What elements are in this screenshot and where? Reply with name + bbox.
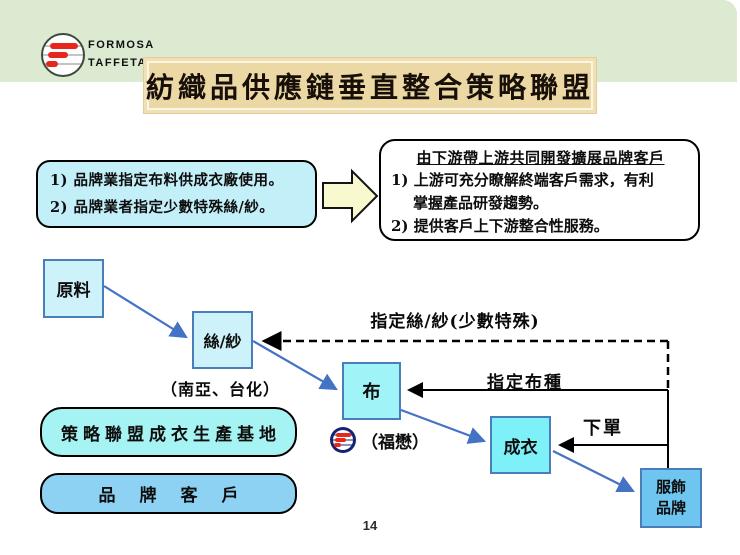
node-garment-label: 成衣 bbox=[503, 437, 538, 458]
brand-customer-label: 品牌客戶 bbox=[98, 486, 263, 506]
page-number: 14 bbox=[362, 518, 378, 533]
node-raw-material: 原料 bbox=[43, 259, 104, 318]
fumao-logo-icon bbox=[330, 427, 356, 453]
node-garment: 成衣 bbox=[490, 416, 551, 474]
right-callout-item2: 2) 提供客戶上下游整合性服務。 bbox=[391, 217, 609, 235]
logo-line2: TAFFETA bbox=[88, 57, 147, 69]
brand-customer-box: 品牌客戶 bbox=[40, 473, 297, 514]
logo-text: FORMOSA TAFFETA bbox=[88, 36, 155, 72]
logo-line1: FORMOSA bbox=[88, 39, 155, 51]
company-logo: FORMOSA TAFFETA bbox=[40, 32, 220, 78]
right-callout-box: 由下游帶上游共同開發擴展品牌客戶 1) 上游可充分瞭解終端客戶需求，有利 掌握產… bbox=[379, 139, 700, 241]
right-callout-item1-line1: 1) 上游可充分瞭解終端客戶需求，有利 bbox=[391, 171, 654, 189]
left-callout-item-1: 1) 品牌業指定布料供成衣廠使用。 bbox=[50, 172, 284, 189]
label-fabric-designation: 指定布種 bbox=[487, 373, 563, 393]
node-apparel-brand-line1: 服飾 bbox=[655, 478, 686, 496]
node-apparel-brand: 服飾 品牌 bbox=[640, 468, 702, 528]
title-banner: 紡織品供應鏈垂直整合策略聯盟 bbox=[143, 57, 597, 114]
page-title: 紡織品供應鏈垂直整合策略聯盟 bbox=[146, 70, 595, 104]
fabric-supplier-tag: （福懋） bbox=[329, 424, 429, 456]
left-callout-item-2: 2) 品牌業者指定少數特殊絲/紗。 bbox=[50, 199, 275, 216]
arrow-raw-to-yarn bbox=[103, 285, 188, 339]
node-yarn: 絲/紗 bbox=[192, 311, 253, 369]
node-raw-material-label: 原料 bbox=[56, 281, 91, 301]
right-callout-heading: 由下游帶上游共同開發擴展品牌客戶 bbox=[416, 149, 665, 167]
node-apparel-brand-line2: 品牌 bbox=[655, 499, 686, 517]
node-yarn-label: 絲/紗 bbox=[203, 332, 242, 351]
block-arrow-icon bbox=[322, 168, 379, 224]
alliance-production-base-label: 策略聯盟成衣生產基地 bbox=[61, 424, 281, 445]
left-callout-box: 1) 品牌業指定布料供成衣廠使用。 2) 品牌業者指定少數特殊絲/紗。 bbox=[36, 160, 317, 228]
title-banner-inner: 紡織品供應鏈垂直整合策略聯盟 bbox=[146, 61, 595, 110]
alliance-production-base-box: 策略聯盟成衣生產基地 bbox=[40, 407, 297, 457]
label-fabric-supplier: （福懋） bbox=[361, 432, 429, 453]
label-yarn-suppliers: （南亞、台化） bbox=[160, 380, 280, 399]
right-callout-item1-line2: 掌握產品研發趨勢。 bbox=[413, 194, 549, 212]
arrow-garment-to-brand bbox=[552, 450, 635, 492]
label-yarn-designation: 指定絲/紗(少數特殊) bbox=[370, 312, 540, 332]
label-place-order: 下單 bbox=[583, 418, 623, 439]
node-fabric-label: 布 bbox=[362, 382, 381, 403]
formosa-taffeta-logo-icon bbox=[41, 33, 85, 77]
node-fabric: 布 bbox=[342, 362, 401, 420]
